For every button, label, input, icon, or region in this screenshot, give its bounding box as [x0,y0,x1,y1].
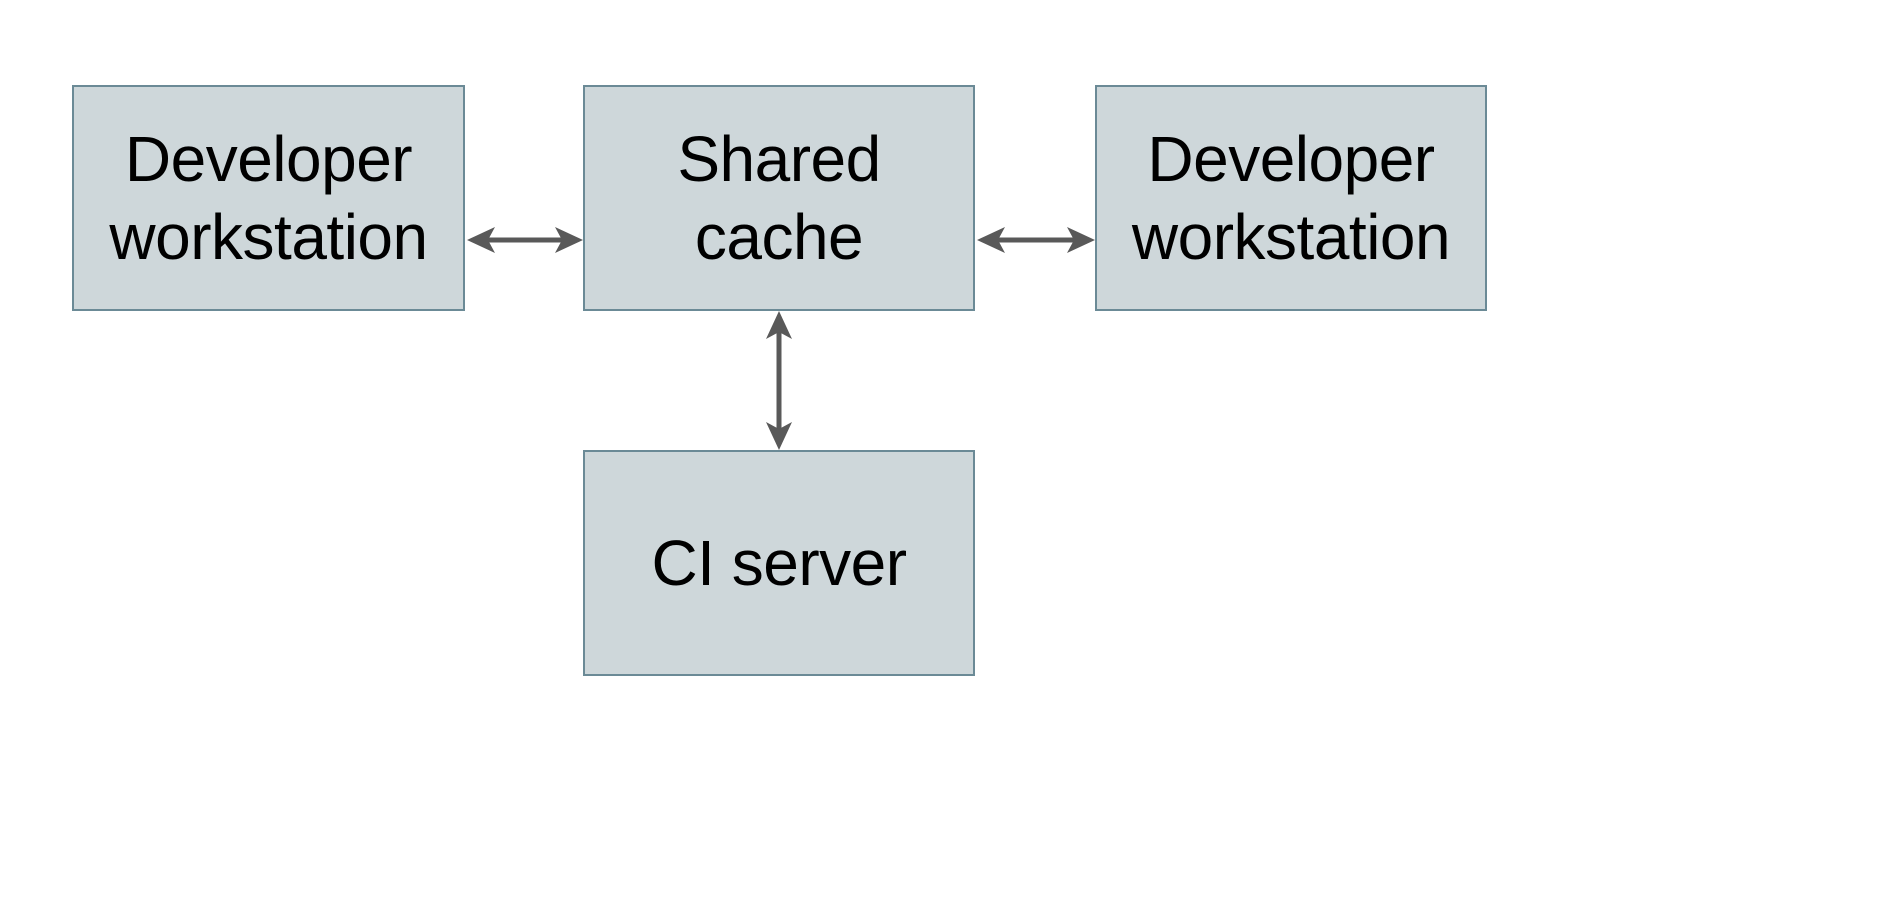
node-label: CI server [651,526,907,599]
node-developer-workstation-left[interactable]: Developer workstation [72,85,465,311]
node-ci-server[interactable]: CI server [583,450,975,676]
node-label: Shared cache [677,122,881,273]
connector-sharedcache-devright[interactable] [975,214,1097,266]
connector-devleft-sharedcache[interactable] [465,214,585,266]
double-arrow-horizontal-icon [977,227,1095,253]
node-developer-workstation-right[interactable]: Developer workstation [1095,85,1487,311]
node-label: Developer workstation [1131,122,1451,273]
connector-sharedcache-ciserver[interactable] [753,309,805,452]
node-shared-cache[interactable]: Shared cache [583,85,975,311]
double-arrow-vertical-icon [766,311,792,450]
double-arrow-horizontal-icon [467,227,583,253]
node-label: Developer workstation [109,122,428,273]
